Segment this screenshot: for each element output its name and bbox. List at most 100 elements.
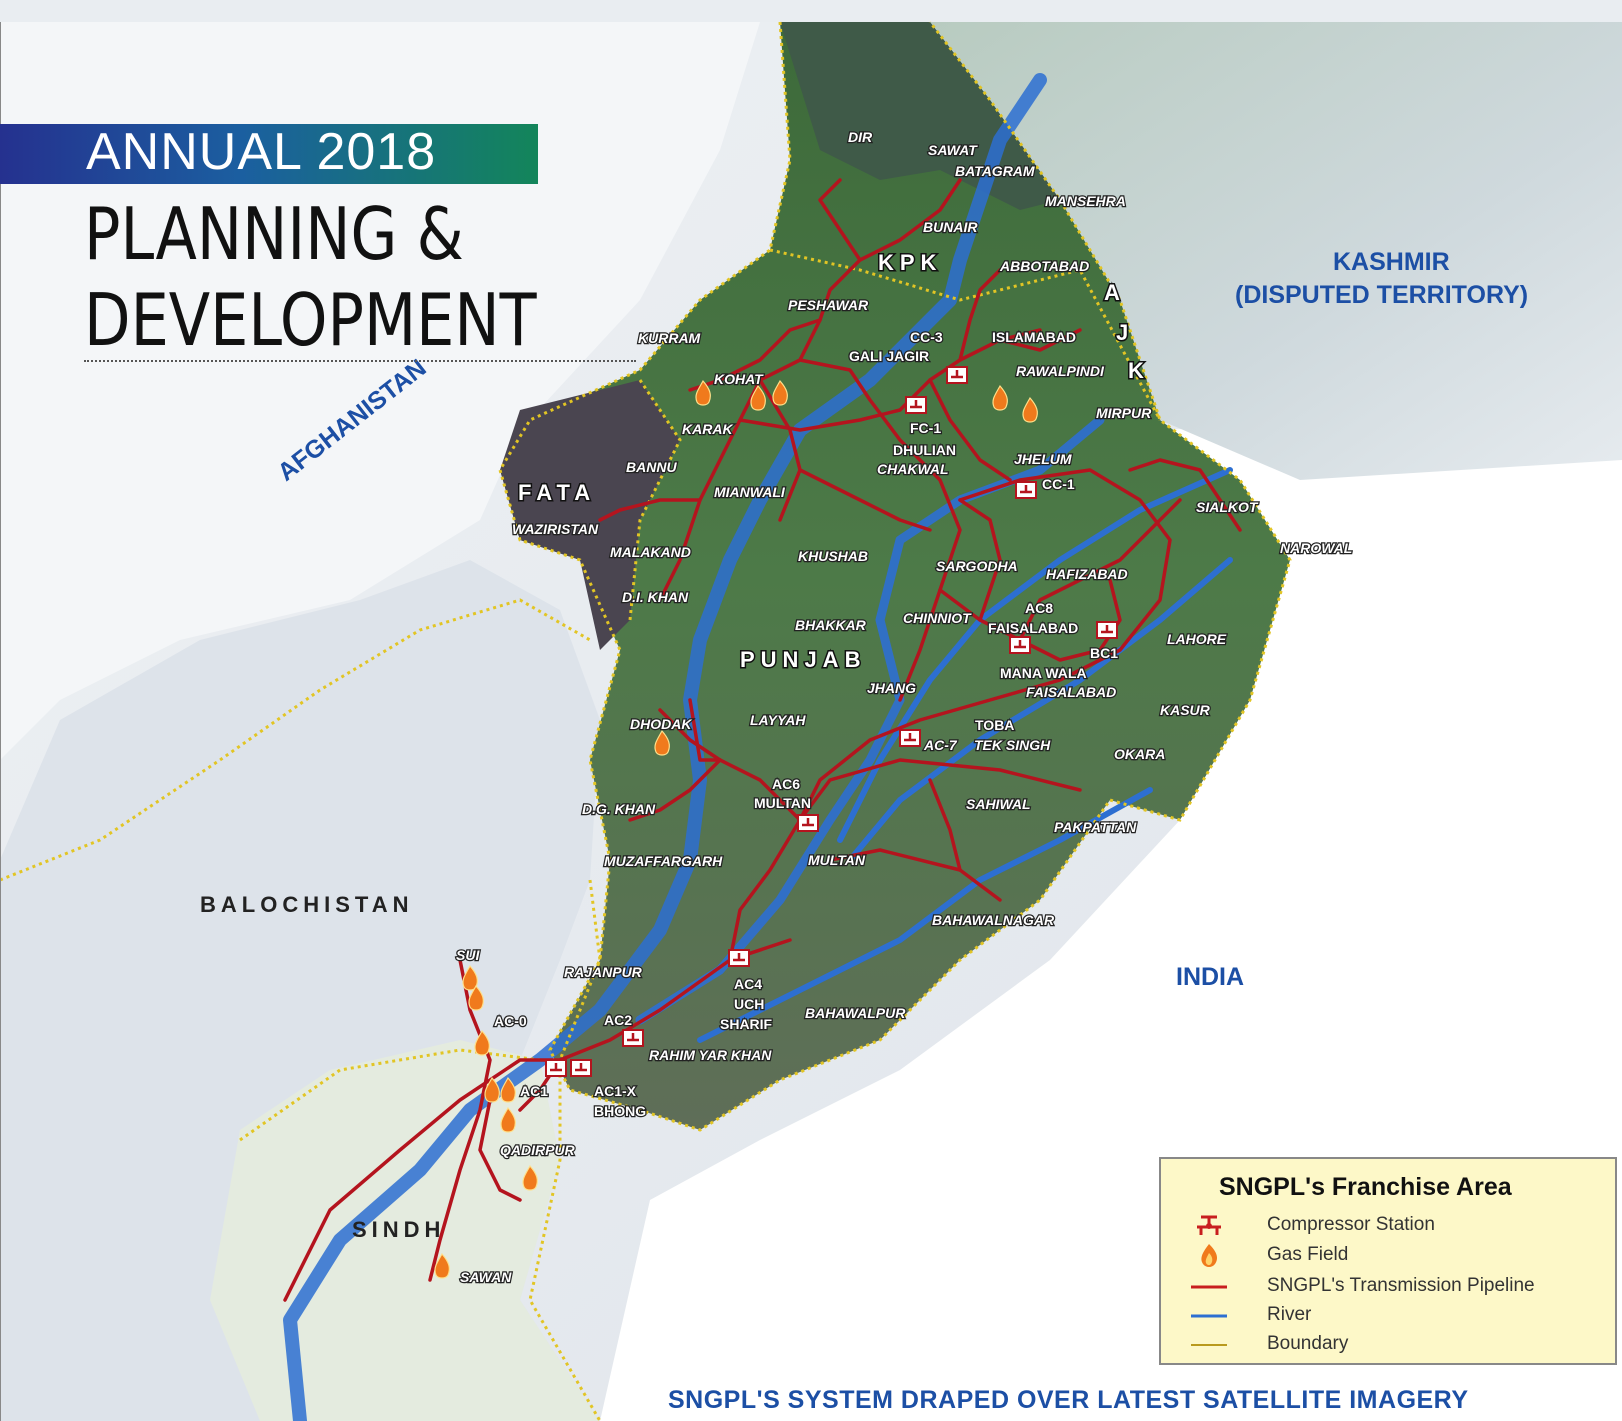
place-label: CC-1	[1042, 476, 1075, 492]
place-label: SIALKOT	[1196, 499, 1259, 515]
fata-area	[500, 380, 680, 650]
place-label: JHANG	[867, 680, 916, 696]
boundary-line-icon	[1191, 1344, 1227, 1346]
place-label: UCH	[734, 996, 764, 1012]
legend-item-boundary: Boundary	[1161, 1330, 1615, 1358]
place-label: RAJANPUR	[564, 964, 643, 980]
legend-item-gas-field: Gas Field	[1161, 1241, 1615, 1269]
place-label: DIR	[848, 129, 873, 145]
title-underline	[84, 360, 636, 362]
legend-item-compressor: Compressor Station	[1161, 1211, 1615, 1239]
place-label: FAISALABAD	[988, 620, 1078, 636]
legend-label: SNGPL's Transmission Pipeline	[1267, 1275, 1535, 1296]
annual-banner-text: ANNUAL 2018	[86, 123, 437, 181]
place-label: AC6	[772, 776, 800, 792]
place-label: RAHIM YAR KHAN	[649, 1047, 772, 1063]
annual-banner	[0, 124, 538, 184]
place-label: CHAKWAL	[877, 461, 949, 477]
transmission-pipelines	[283, 178, 1242, 1302]
compressor-station-icon	[899, 729, 921, 747]
place-label: BHAKKAR	[795, 617, 867, 633]
gas-field-icon	[992, 384, 1008, 411]
gas-field-icon	[654, 729, 670, 756]
place-label: PESHAWAR	[788, 297, 869, 313]
place-label: SARGODHA	[936, 558, 1018, 574]
place-label: MANA WALA	[1000, 665, 1087, 681]
region-label-ajk-k: K	[1128, 358, 1150, 383]
kashmir-label: KASHMIR	[1333, 248, 1450, 276]
place-label: KASUR	[1160, 702, 1211, 718]
place-label: DHULIAN	[893, 442, 956, 458]
place-label: AC1-X	[594, 1083, 637, 1099]
place-label: LAHORE	[1167, 631, 1227, 647]
river-line-icon	[1191, 1314, 1227, 1318]
place-label: QADIRPUR	[500, 1142, 576, 1158]
gas-field-icon	[1201, 1244, 1217, 1267]
gas-field-icon	[522, 1164, 538, 1191]
region-label-balochistan: BALOCHISTAN	[200, 892, 413, 917]
place-label: SUI	[456, 947, 480, 963]
legend-item-river: River	[1161, 1301, 1615, 1329]
region-label-kpk: KPK	[878, 250, 942, 275]
place-label: BC1	[1090, 645, 1118, 661]
legend-label: River	[1267, 1304, 1312, 1325]
section-title-line2: DEVELOPMENT	[84, 278, 537, 362]
compressor-station-icon	[570, 1059, 592, 1077]
place-label: LAYYAH	[750, 712, 806, 728]
place-label: MIANWALI	[714, 484, 786, 500]
place-label: MULTAN	[754, 795, 811, 811]
country-label-india: INDIA	[1176, 963, 1244, 991]
region-label-fata: FATA	[518, 480, 596, 505]
sindh-area	[210, 1040, 600, 1421]
gas-field-icon	[484, 1076, 500, 1103]
place-label: SAHIWAL	[966, 796, 1031, 812]
place-label: MALAKAND	[610, 544, 691, 560]
gas-field-icon	[468, 984, 484, 1011]
place-label: CC-3	[910, 329, 943, 345]
place-label: AC8	[1025, 600, 1053, 616]
legend-label: Gas Field	[1267, 1244, 1349, 1265]
map-caption: SNGPL'S SYSTEM DRAPED OVER LATEST SATELL…	[668, 1386, 1469, 1414]
legend-title: SNGPL's Franchise Area	[1219, 1173, 1512, 1201]
place-label: D.I. KHAN	[622, 589, 689, 605]
place-label: D.G. KHAN	[582, 801, 656, 817]
gas-field-icon	[772, 379, 788, 406]
compressor-stations	[545, 366, 1118, 1077]
place-label: TEK SINGH	[974, 737, 1051, 753]
kashmir-disputed-label: (DISPUTED TERRITORY)	[1235, 281, 1528, 309]
place-label: HAFIZABAD	[1046, 566, 1128, 582]
afghanistan-area	[0, 22, 760, 760]
place-label: MUZAFFARGARH	[604, 853, 723, 869]
place-label: AC1	[520, 1083, 548, 1099]
place-label: JHELUM	[1014, 451, 1072, 467]
place-label: NAROWAL	[1280, 540, 1352, 556]
place-label: BUNAIR	[923, 219, 978, 235]
place-label: BAHAWALNAGAR	[932, 912, 1055, 928]
place-label: KHUSHAB	[798, 548, 868, 564]
place-label: PAKPATTAN	[1054, 819, 1137, 835]
page-left-rule	[0, 22, 1, 1421]
legend-label: Compressor Station	[1267, 1214, 1435, 1235]
place-label: TOBA	[975, 717, 1014, 733]
section-title-line1: PLANNING &	[84, 192, 464, 276]
compressor-station-icon	[545, 1059, 567, 1077]
compressor-station-icon	[1009, 636, 1031, 654]
compressor-station-icon	[1197, 1215, 1221, 1235]
place-label: MANSEHRA	[1045, 193, 1126, 209]
place-label: DHODAK	[630, 716, 692, 732]
place-label: KARAK	[682, 421, 733, 437]
legend-item-pipeline: SNGPL's Transmission Pipeline	[1161, 1272, 1615, 1300]
place-label: RAWALPINDI	[1016, 363, 1105, 379]
gas-field-icon	[500, 1106, 516, 1133]
place-label: AC2	[604, 1012, 632, 1028]
kashmir-area	[930, 22, 1622, 480]
gas-field-icon	[1022, 396, 1038, 423]
place-label: FAISALABAD	[1026, 684, 1116, 700]
gas-field-icon	[695, 379, 711, 406]
place-label: AC-7	[923, 737, 958, 753]
region-label-ajk-j: J	[1116, 320, 1134, 345]
legend-label: Boundary	[1267, 1333, 1349, 1354]
compressor-station-icon	[622, 1029, 644, 1047]
region-label-sindh: SINDH	[352, 1217, 445, 1242]
place-label: MULTAN	[808, 852, 866, 868]
